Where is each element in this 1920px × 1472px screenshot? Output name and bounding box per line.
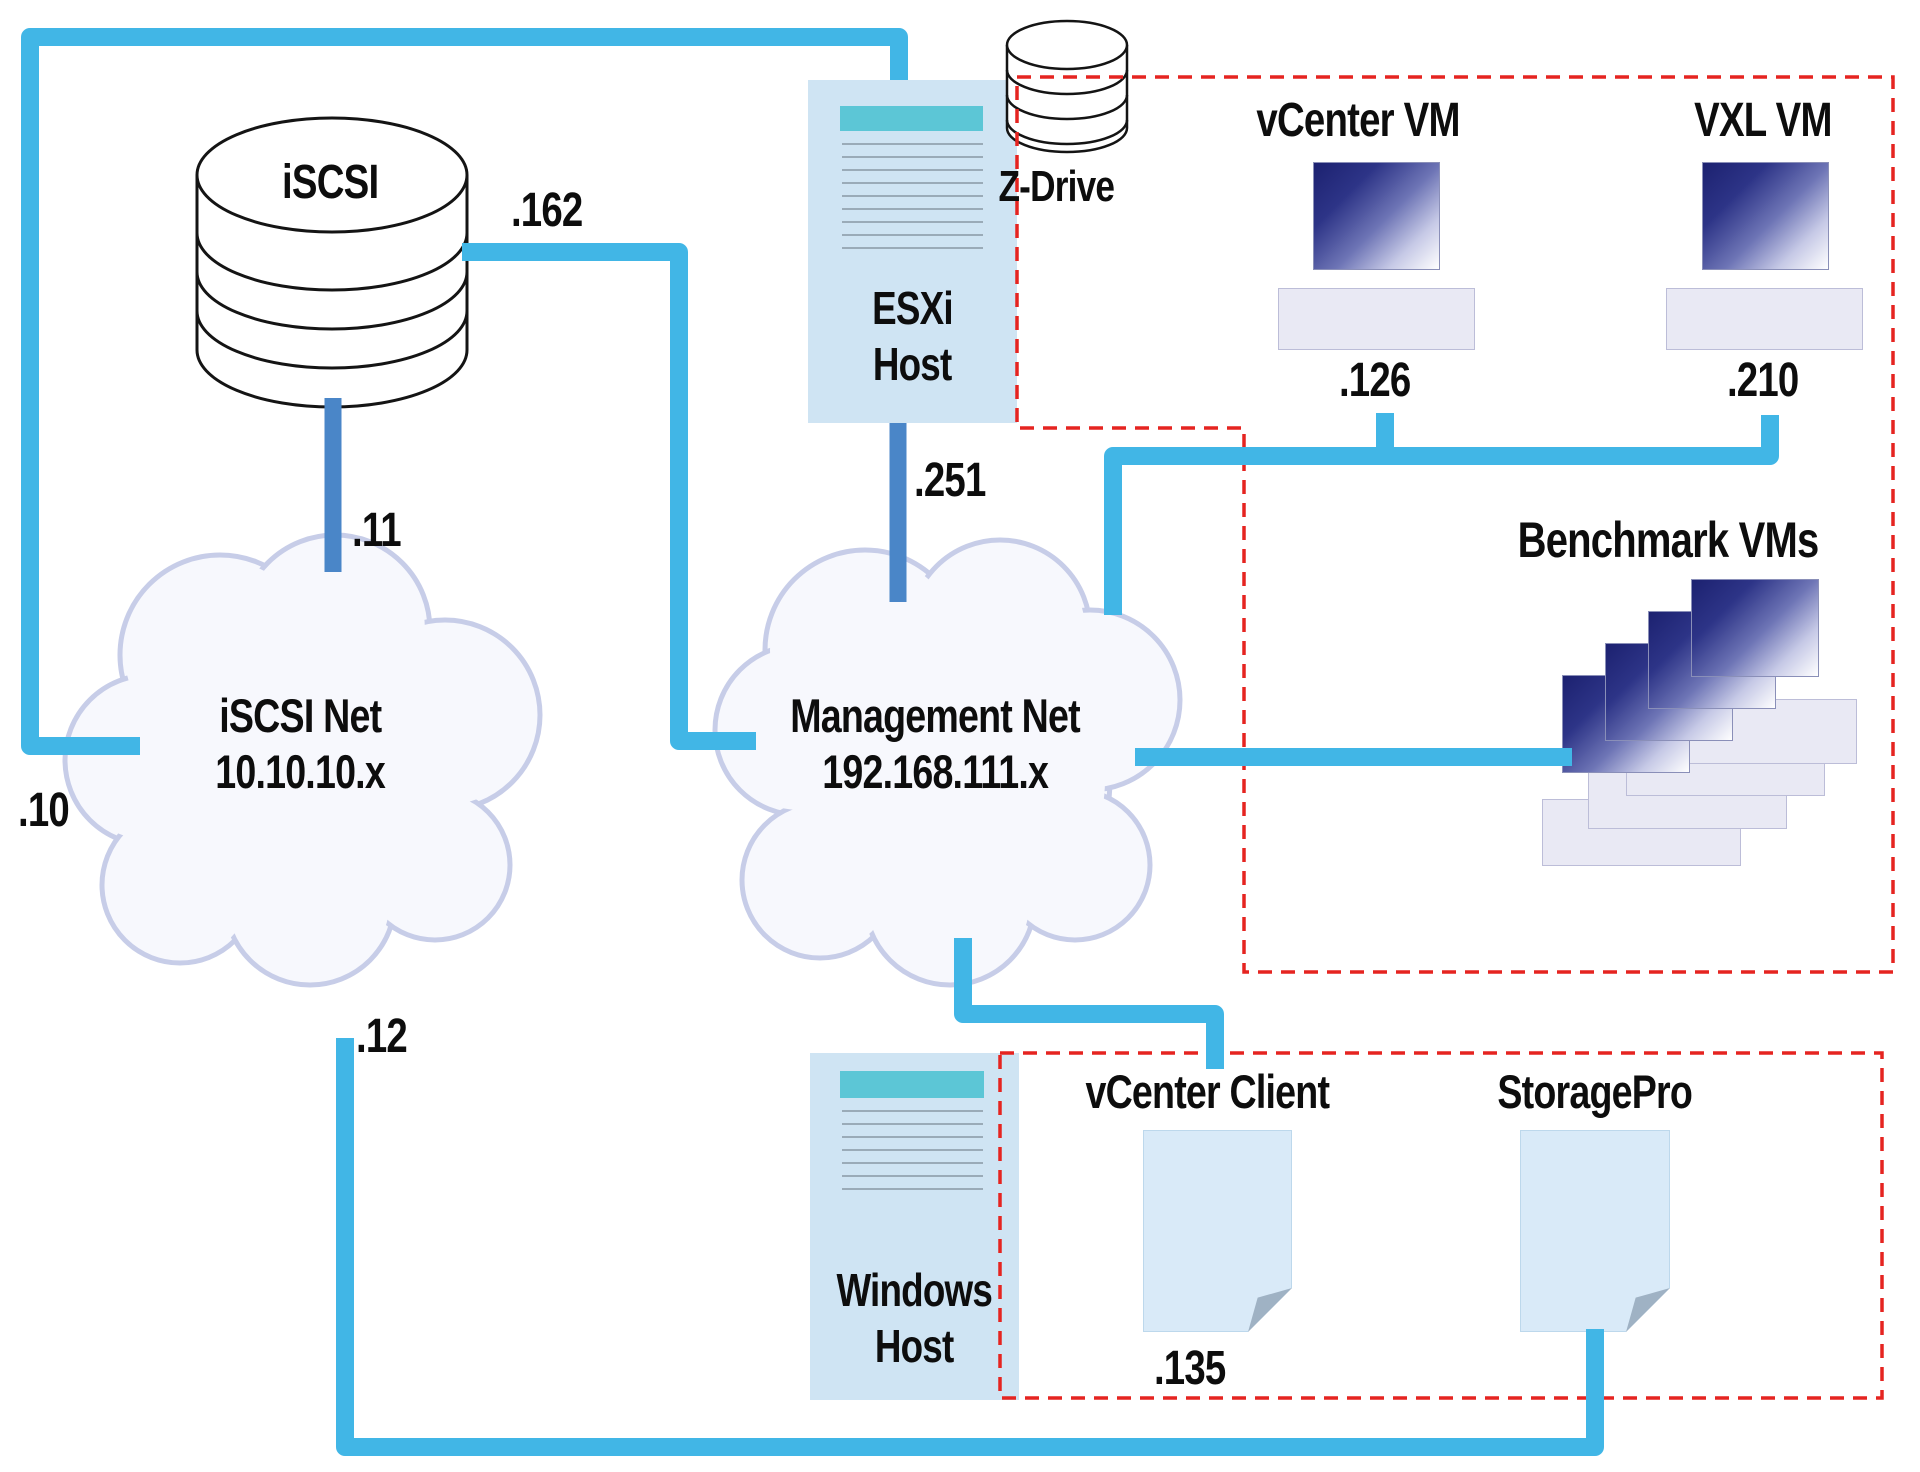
ip-label-210: .210 <box>1727 354 1799 407</box>
benchmark-vms-label: Benchmark VMs <box>1517 512 1820 568</box>
link-iscsi-net-to-storagepro-bus <box>336 1038 1604 1456</box>
windows-host-text-lines <box>842 1110 983 1190</box>
zdrive-cylinder-icon <box>1005 19 1129 154</box>
link-iscsi-storage-to-management-net <box>462 243 756 750</box>
vcenter-client-label: vCenter Client <box>1085 1065 1330 1118</box>
ip-label-135: .135 <box>1154 1342 1226 1395</box>
iscsi-net-cloud-icon <box>62 532 543 988</box>
iscsi-net-label: iSCSI Net 10.10.10.x <box>215 689 386 798</box>
vcenter-vm-label: vCenter VM <box>1256 94 1460 147</box>
vcenter-client-document-icon <box>1143 1130 1292 1332</box>
zdrive-label: Z-Drive <box>998 162 1114 211</box>
windows-host-header-bar <box>840 1071 984 1098</box>
vxl-vm-label: VXL VM <box>1694 94 1832 147</box>
link-management-net-to-vms-bus <box>1104 415 1779 615</box>
link-management-net-to-vcenter-client <box>954 938 1224 1069</box>
link-esxi-to-iscsi-net <box>21 28 908 755</box>
ip-label-12: .12 <box>356 1010 408 1063</box>
ip-label-10: .10 <box>18 784 70 837</box>
windows-host-label: Windows Host <box>836 1264 993 1372</box>
esxi-host-text-lines <box>842 143 983 249</box>
ip-label-251: .251 <box>914 454 986 507</box>
management-net-cloud-icon <box>712 537 1183 988</box>
ip-label-11: .11 <box>352 504 402 557</box>
ip-label-126: .126 <box>1339 354 1411 407</box>
iscsi-storage-label: iSCSI <box>281 156 379 209</box>
vm-group-dashed-border <box>1015 75 1895 974</box>
esxi-host-box <box>808 80 1017 423</box>
esxi-host-header-bar <box>840 106 983 131</box>
esxi-host-label: ESXi Host <box>872 282 953 390</box>
storagepro-label: StoragePro <box>1497 1065 1693 1118</box>
management-net-label: Management Net 192.168.111.x <box>790 689 1080 798</box>
windows-host-box <box>810 1053 1019 1400</box>
ip-label-162: .162 <box>511 184 583 237</box>
client-group-dashed-border <box>998 1051 1884 1400</box>
